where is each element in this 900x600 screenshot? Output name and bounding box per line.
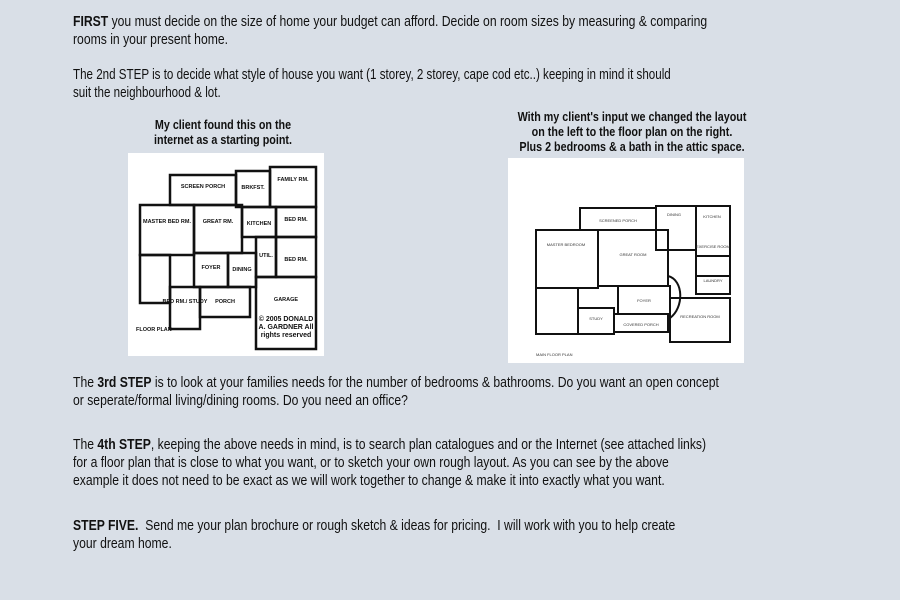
text-line: or seperate/formal living/dining rooms. … — [73, 393, 408, 409]
caption-line: Plus 2 bedrooms & a bath in the attic sp… — [519, 140, 745, 154]
step-two-paragraph: The 2nd STEP is to decide what style of … — [73, 66, 671, 102]
text-line: is to look at your families needs for th… — [151, 375, 719, 391]
step-three-label: 3rd STEP — [97, 375, 152, 391]
text-line: Send me your plan brochure or rough sket… — [138, 518, 676, 534]
room-label: GARAGE — [274, 297, 298, 303]
text-fragment: The — [73, 437, 98, 453]
text-line: example it does not need to be exact as … — [73, 473, 665, 489]
right-plan-caption: With my client's input we changed the la… — [512, 110, 753, 155]
room-label: SCREENED PORCH — [599, 218, 637, 223]
step-five-paragraph: STEP FIVE. Send me your plan brochure or… — [73, 517, 675, 553]
room-label: GREAT ROOM — [620, 252, 647, 257]
room-label: BED RM./ STUDY — [163, 299, 208, 305]
plan-title: FLOOR PLAN — [136, 327, 172, 333]
room-label: DINING — [667, 212, 681, 217]
room-label: MASTER BEDROOM — [547, 242, 585, 247]
step-one-paragraph: FIRST you must decide on the size of hom… — [73, 13, 707, 49]
room-label: SCREEN PORCH — [181, 184, 225, 190]
text-fragment: The — [73, 375, 98, 391]
room-label: EXERCISE ROOM — [696, 244, 730, 249]
step-three-paragraph: The 3rd STEP is to look at your families… — [73, 374, 719, 410]
room-label: RECREATION ROOM — [680, 314, 719, 319]
room-label: BED RM. — [284, 257, 308, 263]
room-label: BED RM. — [284, 217, 308, 223]
caption-line: With my client's input we changed the la… — [517, 110, 747, 124]
text-line: you must decide on the size of home your… — [108, 14, 708, 30]
room-label: STUDY — [589, 316, 603, 321]
revised-floor-plan-image: SCREENED PORCH DINING KITCHEN MASTER BED… — [508, 158, 744, 363]
room-label: GREAT RM. — [203, 219, 234, 225]
caption-line: My client found this on the — [154, 118, 292, 132]
room-label: KITCHEN — [703, 214, 721, 219]
room-label: LAUNDRY — [703, 278, 722, 283]
room-label: FOYER — [202, 265, 221, 271]
step-five-label: STEP FIVE. — [73, 518, 139, 534]
room-label: KITCHEN — [247, 221, 271, 227]
copyright-text: © 2005 DONALD A. GARDNER All rights rese… — [258, 316, 314, 339]
caption-line: internet as a starting point. — [154, 133, 292, 147]
room-label: FOYER — [637, 298, 651, 303]
original-floor-plan-image: SCREEN PORCH BRKFST. FAMILY RM. MASTER B… — [128, 153, 324, 356]
step-four-paragraph: The 4th STEP, keeping the above needs in… — [73, 436, 706, 490]
text-line: rooms in your present home. — [73, 32, 229, 48]
text-line: for a floor plan that is close to what y… — [73, 455, 669, 471]
room-label: DINING — [232, 267, 251, 273]
left-plan-caption: My client found this on the internet as … — [150, 118, 296, 148]
room-label: PORCH — [215, 299, 235, 305]
text-line: The 2nd STEP is to decide what style of … — [73, 67, 671, 83]
room-label: MASTER BED RM. — [143, 219, 191, 225]
room-label: BRKFST. — [241, 185, 265, 191]
room-label: COVERED PORCH — [623, 322, 658, 327]
text-line: your dream home. — [73, 536, 172, 552]
room-label: UTIL. — [259, 253, 273, 259]
text-line: suit the neighbourhood & lot. — [73, 85, 221, 101]
text-line: , keeping the above needs in mind, is to… — [150, 437, 707, 453]
plan-title: MAIN FLOOR PLAN — [536, 352, 573, 357]
room-label: FAMILY RM. — [277, 177, 309, 183]
step-one-label: FIRST — [73, 14, 109, 30]
step-four-label: 4th STEP — [97, 437, 151, 453]
caption-line: on the left to the floor plan on the rig… — [531, 125, 733, 139]
